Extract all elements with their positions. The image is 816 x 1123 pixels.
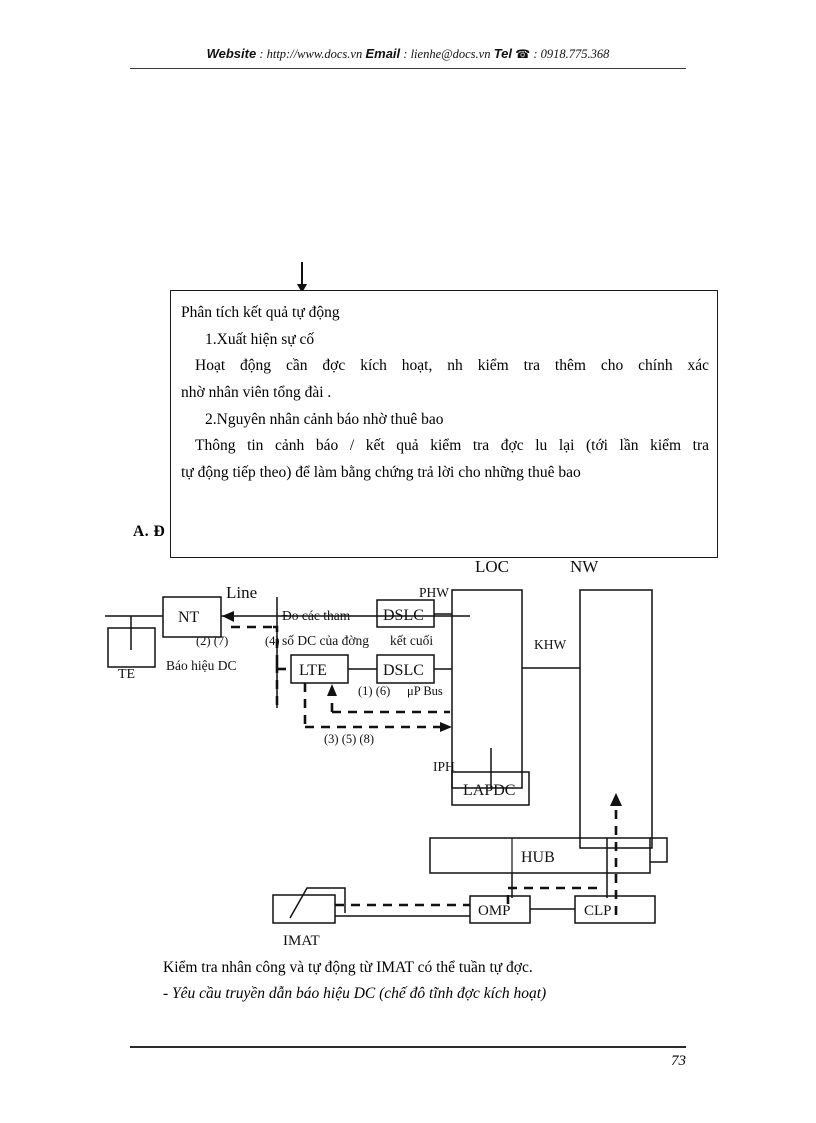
label-steps-bottom: (3) (5) (8) bbox=[324, 732, 374, 746]
label-measure-l3: kết cuối bbox=[390, 633, 433, 648]
telephone-icon: ☎ bbox=[515, 47, 531, 61]
page-header: Website : http://www.docs.vn Email : lie… bbox=[130, 46, 686, 62]
header-website-url: http://www.docs.vn bbox=[266, 47, 363, 61]
loc-column bbox=[451, 589, 523, 789]
label-clp: CLP bbox=[584, 903, 612, 919]
page-number: 73 bbox=[671, 1053, 686, 1069]
diagram-caption: Kiểm tra nhân công và tự động từ IMAT có… bbox=[163, 955, 723, 1006]
label-hub: HUB bbox=[521, 849, 555, 866]
label-phw: PHW bbox=[419, 585, 449, 600]
clp-box bbox=[574, 895, 656, 924]
analysis-textbox: Phân tích kết quả tự động 1.Xuất hiện sự… bbox=[170, 290, 718, 558]
label-lte: LTE bbox=[299, 662, 327, 679]
label-steps-mid: (1) (6) bbox=[358, 684, 390, 698]
caption-line-2: - Yêu cầu truyền dẫn báo hiệu DC (chế đô… bbox=[163, 984, 547, 1002]
caption-line-1: Kiểm tra nhân công và tự động từ IMAT có… bbox=[163, 959, 533, 976]
header-tel-label: Tel bbox=[493, 46, 513, 61]
label-nt: NT bbox=[178, 609, 200, 626]
arrowhead-loc-bottom bbox=[440, 722, 452, 732]
dslc-bottom-box bbox=[376, 654, 435, 684]
hub-bar bbox=[429, 837, 651, 874]
textbox-p2-a: Thông tin cảnh báo / kết quả kiểm tra đợ… bbox=[195, 437, 524, 455]
textbox-item-2: 2.Nguyên nhân cảnh báo nhờ thuê bao bbox=[205, 410, 444, 428]
lapdc-box bbox=[451, 771, 530, 806]
header-email-sep: : bbox=[400, 47, 411, 61]
textbox-paragraph-1: Hoạt động cần đợc kích hoạt, nh kiểm tra… bbox=[181, 353, 709, 380]
textbox-item-1: 1.Xuất hiện sự cố bbox=[205, 330, 315, 348]
nt-box bbox=[162, 596, 222, 638]
header-website-sep: : bbox=[256, 47, 267, 61]
label-te: TE bbox=[118, 667, 135, 682]
textbox-p1-b: kích hoạt, nh bbox=[360, 357, 463, 375]
header-tel-value: 0918.775.368 bbox=[540, 47, 610, 61]
label-measure-l2: số DC của đờng bbox=[282, 633, 369, 648]
textbox-p2-d: tự động tiếp theo) để làm bằng chứng trả… bbox=[181, 463, 581, 481]
footer-divider bbox=[130, 1046, 686, 1048]
header-website-label: Website bbox=[206, 46, 257, 61]
label-steps-top2: (4) bbox=[265, 634, 280, 648]
label-steps-top: (2) (7) bbox=[196, 634, 228, 648]
textbox-paragraph-2: Thông tin cảnh báo / kết quả kiểm tra đợ… bbox=[181, 433, 709, 460]
header-tel-sep: : bbox=[530, 47, 541, 61]
label-line: Line bbox=[226, 583, 257, 602]
label-iph: IPH bbox=[433, 759, 455, 774]
textbox-p1-c: kiểm tra thêm cho chính xác bbox=[477, 357, 710, 375]
label-dc-signal: Báo hiệu DC bbox=[166, 658, 237, 673]
label-loc: LOC bbox=[475, 557, 509, 576]
header-email-label: Email bbox=[365, 46, 401, 61]
textbox-p2-b: lu bbox=[535, 437, 548, 455]
arrow-down-icon bbox=[297, 262, 306, 293]
te-box bbox=[107, 627, 156, 668]
omp-box bbox=[469, 895, 531, 924]
imat-box bbox=[272, 894, 336, 924]
label-dslc-bottom: DSLC bbox=[383, 662, 424, 679]
label-lapdc: LAPDC bbox=[463, 782, 515, 799]
textbox-p2-c: lại (tới lần kiểm tra bbox=[558, 437, 710, 455]
textbox-p1-a: Hoạt động cần đợc bbox=[195, 357, 346, 375]
label-measure-l1: Đo các tham bbox=[282, 608, 351, 623]
arrowhead-clp-up bbox=[610, 793, 622, 806]
label-dslc-top: DSLC bbox=[383, 607, 424, 624]
label-nw: NW bbox=[570, 557, 599, 576]
label-up-bus: μP Bus bbox=[407, 684, 443, 698]
header-email-value: lienhe@docs.vn bbox=[410, 47, 491, 61]
textbox-p1-d: nhờ nhân viên tổng đài . bbox=[181, 383, 332, 401]
arrowhead-nt bbox=[222, 611, 234, 622]
dslc-top-box bbox=[376, 599, 435, 628]
nw-column bbox=[579, 589, 653, 849]
section-label: A. Đ bbox=[133, 523, 166, 540]
label-omp: OMP bbox=[478, 903, 511, 919]
textbox-title: Phân tích kết quả tự động bbox=[181, 304, 340, 321]
header-divider bbox=[130, 68, 686, 69]
dashed-nt-feedback-1 bbox=[272, 625, 279, 664]
label-imat: IMAT bbox=[283, 933, 320, 949]
lte-box bbox=[290, 654, 349, 684]
arrowhead-lte bbox=[327, 684, 337, 696]
label-khw: KHW bbox=[534, 637, 566, 652]
